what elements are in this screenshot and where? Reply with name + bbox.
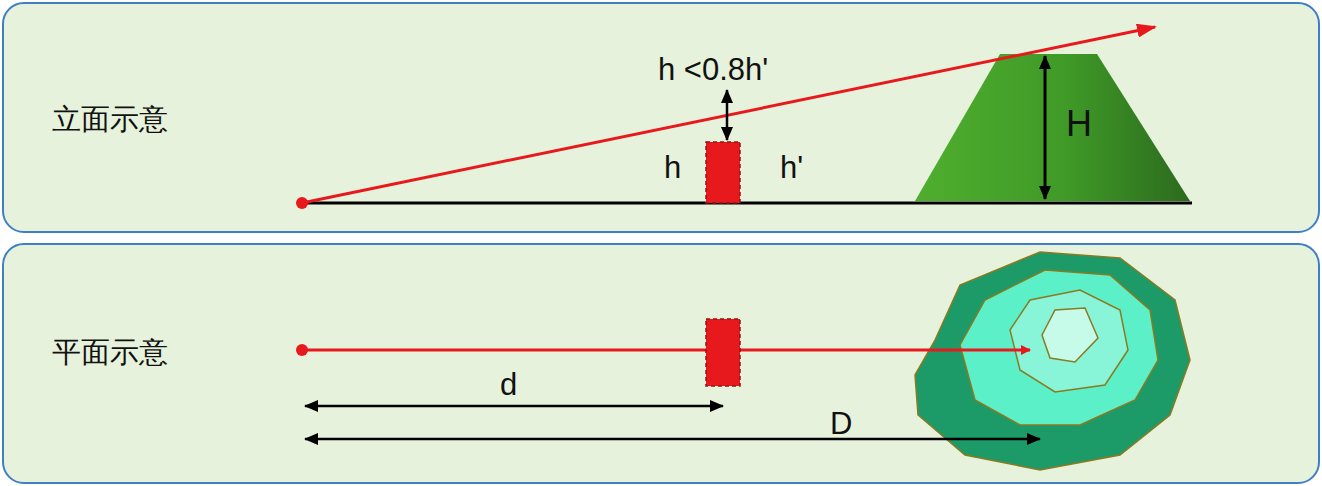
- terrain-peak: [1042, 308, 1098, 362]
- sight-line: [302, 27, 1155, 203]
- view-panel: 平面示意: [2, 243, 1320, 484]
- panel-ground: [2, 243, 1320, 484]
- mountain: [915, 54, 1190, 201]
- dimension-label: h <0.8h': [658, 54, 768, 85]
- panel-title: 立面示意: [52, 100, 168, 140]
- distance-arrow: [305, 438, 1040, 441]
- building: [706, 319, 740, 386]
- terrain-mid: [960, 270, 1158, 425]
- height-arrow: [726, 90, 729, 140]
- building: [706, 142, 740, 203]
- dimension-label: D: [830, 408, 852, 439]
- distance-arrow: [305, 405, 723, 408]
- panel-ground: [2, 2, 1320, 233]
- view-panel: 立面示意: [2, 2, 1320, 233]
- height-arrow: [1044, 56, 1047, 199]
- panel-title: 平面示意: [52, 333, 168, 373]
- dimension-label: h: [664, 152, 681, 183]
- sight-line: [302, 349, 1030, 352]
- dimension-label: H: [1066, 106, 1092, 142]
- dimension-label: d: [500, 369, 517, 400]
- terrain-outer: [915, 252, 1190, 470]
- view-point: [296, 197, 308, 209]
- dimension-label: h': [780, 152, 803, 183]
- terrain-inner: [1010, 290, 1128, 392]
- view-point: [296, 344, 308, 356]
- ground-line: [300, 202, 1192, 205]
